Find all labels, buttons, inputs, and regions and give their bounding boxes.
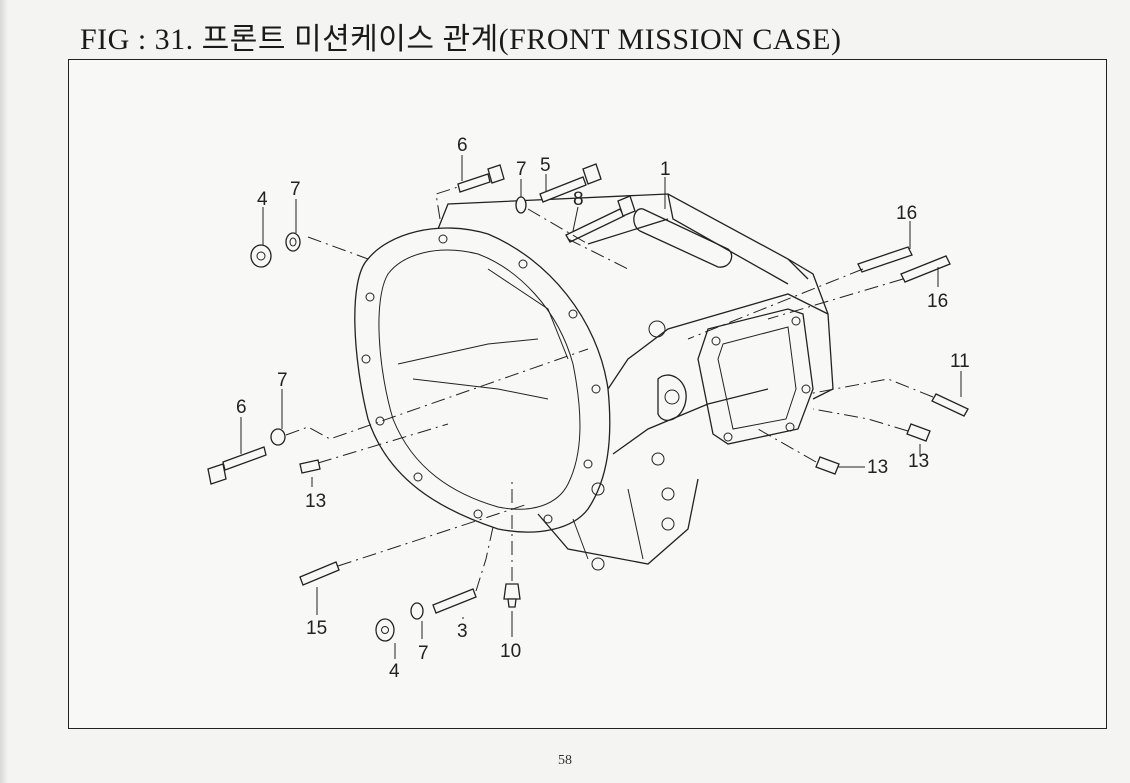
callout-13-right-a: 13 bbox=[867, 457, 888, 478]
callout-11: 11 bbox=[950, 351, 970, 372]
callout-13-left: 13 bbox=[305, 491, 326, 512]
part-13-dowel-right-upper bbox=[906, 423, 931, 442]
figure-title: FIG : 31. 프론트 미션케이스 관계(FRONT MISSION CAS… bbox=[80, 23, 842, 56]
part-10-plug bbox=[503, 583, 521, 608]
callout-8: 8 bbox=[573, 189, 584, 210]
exploded-parts-diagram: 6 7 5 8 1 4 7 16 16 11 13 13 7 6 13 15 3… bbox=[207, 135, 970, 682]
callout-7-left: 7 bbox=[277, 370, 288, 391]
callout-13-right-b: 13 bbox=[908, 451, 929, 472]
callout-7-top-left: 7 bbox=[290, 179, 301, 200]
callout-10: 10 bbox=[500, 641, 521, 662]
page-number: 58 bbox=[558, 753, 572, 768]
part-7-washer-top-left bbox=[285, 232, 301, 252]
callout-leaders bbox=[240, 155, 962, 659]
part-7-washer-left bbox=[270, 428, 286, 446]
callout-4-bottom: 4 bbox=[389, 661, 400, 682]
part-6-bolt-left bbox=[207, 446, 267, 485]
callout-7-top-mid: 7 bbox=[516, 159, 527, 180]
part-15-stud bbox=[299, 561, 340, 586]
part-16-stud-right bbox=[900, 255, 951, 283]
part-3-stud bbox=[432, 588, 477, 614]
part-6-bolt-top bbox=[457, 164, 505, 193]
callout-3: 3 bbox=[457, 621, 468, 642]
callout-16-right: 16 bbox=[927, 291, 948, 312]
callout-16-top: 16 bbox=[896, 203, 917, 224]
callout-6-top: 6 bbox=[457, 135, 468, 156]
callout-6-left: 6 bbox=[236, 397, 247, 418]
part-7-washer-top bbox=[515, 196, 527, 214]
part-13-dowel-right-lower bbox=[815, 456, 840, 475]
part-5-bolt bbox=[539, 163, 602, 203]
part-13-dowel-left bbox=[299, 459, 321, 474]
callout-5: 5 bbox=[540, 155, 551, 176]
part-11-stud bbox=[931, 393, 969, 417]
front-mission-case-housing bbox=[354, 193, 834, 571]
part-7-washer-bottom bbox=[410, 602, 424, 620]
callout-1: 1 bbox=[660, 159, 671, 180]
callout-7-bottom: 7 bbox=[418, 643, 429, 664]
callout-4-top: 4 bbox=[257, 189, 268, 210]
assembly-centerlines bbox=[285, 186, 934, 592]
part-4-nut-top bbox=[250, 244, 272, 268]
callout-15: 15 bbox=[306, 618, 327, 639]
part-16-stud-top bbox=[857, 246, 913, 273]
part-4-nut-bottom bbox=[375, 618, 395, 642]
page-edge-shadow bbox=[0, 0, 8, 783]
